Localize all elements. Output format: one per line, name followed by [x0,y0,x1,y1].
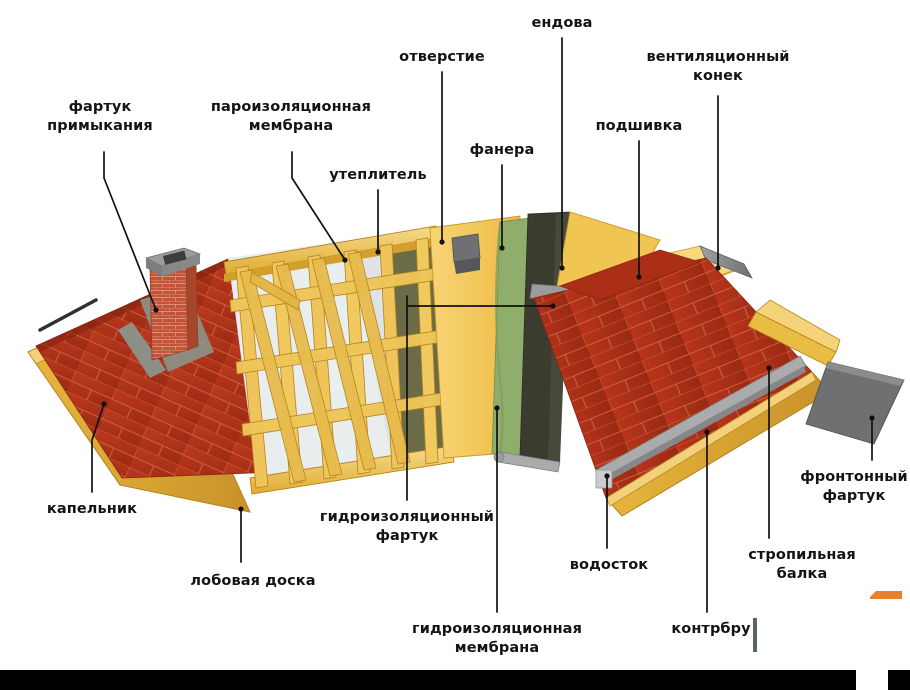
drip-edge-leader [91,403,105,493]
label-waterproof-apron: гидроизоляционный фартук [319,509,495,544]
bottom-bar-left [0,670,856,690]
label-fascia-board: лобовая доска [190,573,316,589]
label-gable-flashing: фронтонный фартук [800,469,908,504]
label-valley: ендова [531,15,593,31]
flashing-abutment-leader [103,151,157,311]
right-roof-plane [493,245,841,517]
label-waterproof-membrane: гидроизоляционная мембрана [412,621,582,656]
label-soffit: подшивка [595,118,683,134]
bottom-bar-right [888,670,910,690]
accent-orange-mark [870,591,902,599]
clipped-text-artifact [753,618,757,652]
vapor-barrier-membrane-leader [291,151,346,261]
gable-flashing-panel [805,361,905,445]
label-gutter: водосток [569,557,649,573]
label-flashing-abutment: фартук примыкания [47,99,153,134]
label-insulation: утеплитель [329,167,427,183]
leader-dots [101,239,875,512]
chimney [38,247,214,378]
label-rafter-beam: стропильная балка [748,547,856,582]
label-opening: отверстие [399,49,485,65]
rafter-framing [223,225,455,495]
label-ridge-vent: вентиляционный конек [646,49,790,84]
label-vapor-barrier-membrane: пароизоляционная мембрана [210,99,372,134]
label-drip-edge: капельник [46,501,138,517]
label-counter-batten: контрбру [671,621,751,637]
vent-opening [451,233,481,274]
layered-deck [429,211,661,463]
label-plywood: фанера [469,142,535,158]
